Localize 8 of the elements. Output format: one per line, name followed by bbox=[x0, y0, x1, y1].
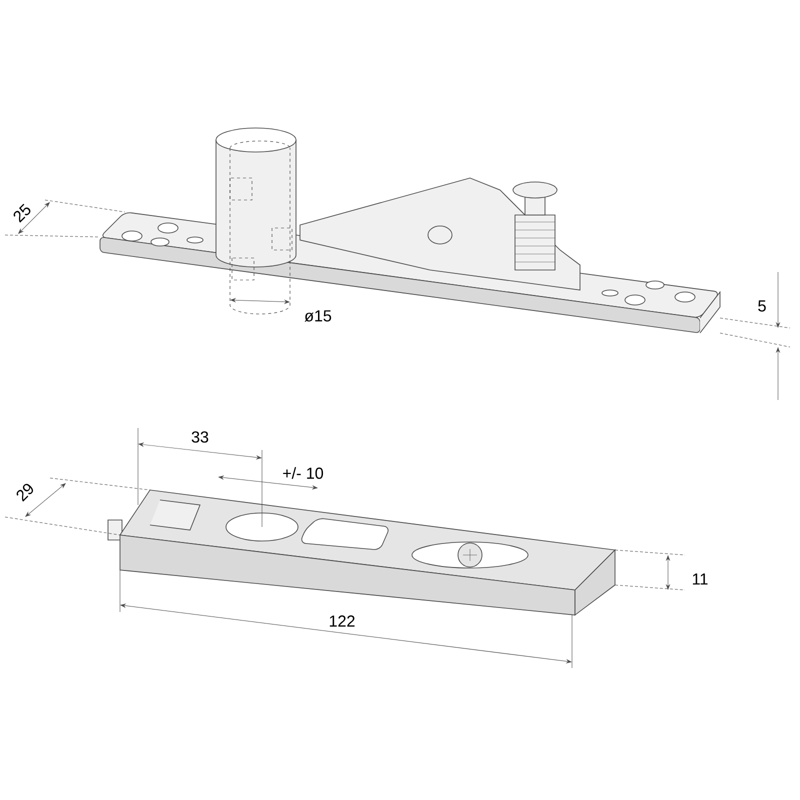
dimension-label: 33 bbox=[192, 431, 208, 443]
dimension-label: 11 bbox=[692, 574, 708, 584]
dimension-label: 122 bbox=[330, 615, 355, 627]
dimension-label: 29 bbox=[16, 484, 34, 502]
dimension-label: 25 bbox=[14, 204, 30, 223]
dimension-label: +/- 10 bbox=[283, 467, 324, 479]
dimension-label: 5 bbox=[758, 300, 766, 312]
dimension-label: ø15 bbox=[304, 310, 332, 322]
